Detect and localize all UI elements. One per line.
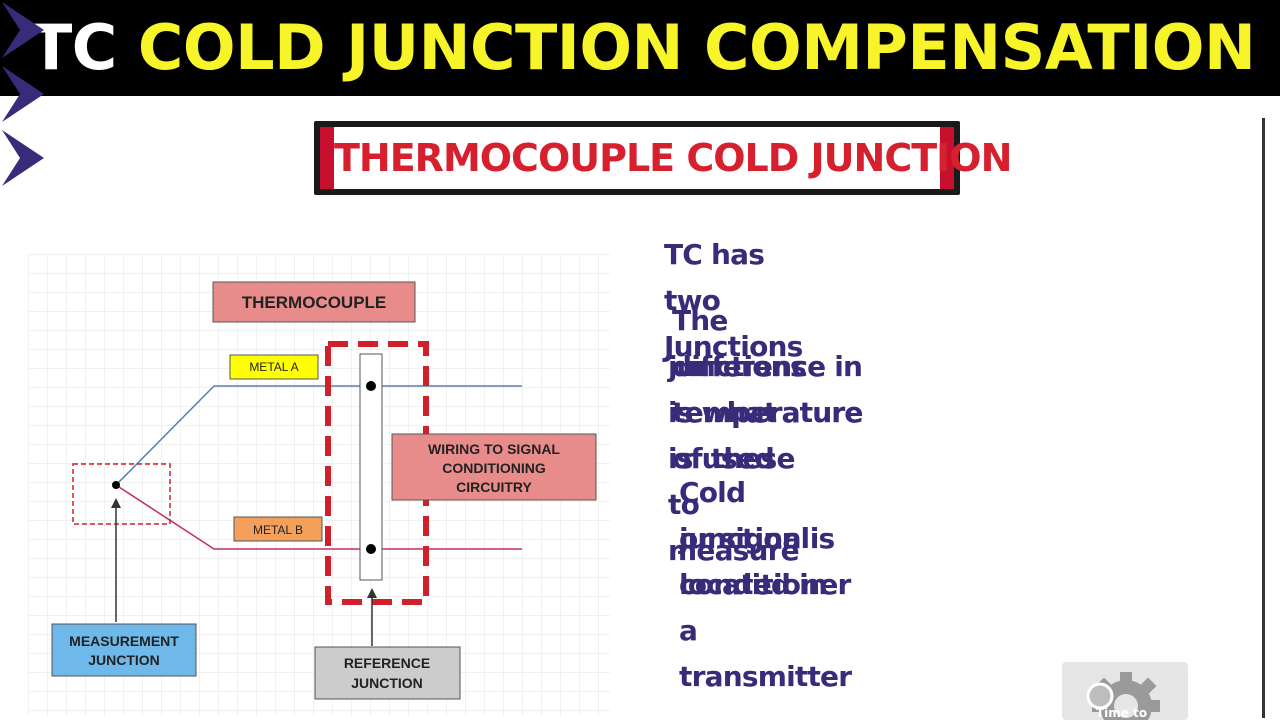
bullet-arrow-icon	[2, 130, 44, 186]
reference-point-a	[366, 381, 376, 391]
right-divider	[1262, 118, 1265, 718]
measurement-junction-point	[112, 481, 120, 489]
metal-a-label: METAL A	[249, 360, 298, 374]
measurement-label-line2: JUNCTION	[88, 652, 160, 668]
reference-label-line1: REFERENCE	[344, 655, 430, 671]
bullet-text-2-line-3: temperature	[672, 396, 863, 429]
title-bar: TC COLD JUNCTION COMPENSATION	[0, 0, 1280, 96]
thermocouple-label-box	[212, 281, 416, 323]
watermark-text: Time to	[1096, 706, 1148, 720]
banner-frame: THERMOCOUPLE COLD JUNCTION	[320, 127, 1012, 189]
bullet-item: TC has two Junctions	[0, 0, 803, 363]
gear-icon	[1086, 672, 1160, 720]
reference-arrow-head	[367, 588, 377, 598]
bullet-list: TC has two Junctions The difference in t…	[0, 0, 863, 693]
title-part-tc: TC	[30, 11, 117, 84]
metal-b-box	[233, 516, 323, 542]
thermocouple-label: THERMOCOUPLE	[242, 293, 387, 312]
bullet-item: Cold junction is located in a transmitte…	[0, 128, 852, 693]
thermocouple-diagram: THERMOCOUPLE METAL A METAL B WIRING TO S…	[28, 254, 610, 716]
video-title: TC COLD JUNCTION COMPENSATION	[30, 6, 1256, 90]
title-part-main: COLD JUNCTION COMPENSATION	[137, 11, 1256, 84]
bullet-text-3-line-1: Cold junction is located in a transmitte…	[679, 476, 852, 693]
wiring-box	[391, 433, 597, 501]
wiring-label-line1: WIRING TO SIGNAL	[428, 441, 560, 457]
wiring-label-line3: CIRCUITRY	[456, 479, 532, 495]
metal-b-label: METAL B	[253, 523, 303, 537]
channel-watermark: Time to	[1062, 662, 1188, 720]
measurement-label-line1: MEASUREMENT	[69, 633, 179, 649]
bullet-text-3-line-2: or signal conditioner	[679, 522, 851, 601]
bullet-arrow-icon	[2, 66, 44, 122]
section-banner: THERMOCOUPLE COLD JUNCTION	[314, 121, 1012, 195]
metal-a-box	[229, 354, 319, 380]
bullet-arrow-icon	[2, 2, 44, 58]
bullet-text-1-line-1: TC has two Junctions	[664, 238, 803, 363]
metal-a-wire	[115, 385, 522, 486]
bullet-text-2-line-1: The difference in temperature of these	[672, 304, 863, 475]
banner-text: THERMOCOUPLE COLD JUNCTION	[334, 136, 1012, 180]
measurement-label-box	[51, 623, 197, 677]
bullet-text-2-line-2: junctions is what is used to measure	[668, 350, 806, 567]
wiring-label-line2: CONDITIONING	[442, 460, 546, 476]
measurement-arrow-head	[111, 498, 121, 508]
bullet-item: The difference in temperature of these j…	[0, 64, 863, 567]
reference-label-line2: JUNCTION	[351, 675, 423, 691]
terminal-block	[359, 353, 383, 581]
measurement-junction-box	[72, 463, 171, 525]
metal-b-wire	[115, 484, 522, 550]
reference-point-b	[366, 544, 376, 554]
reference-label-box	[314, 646, 461, 700]
